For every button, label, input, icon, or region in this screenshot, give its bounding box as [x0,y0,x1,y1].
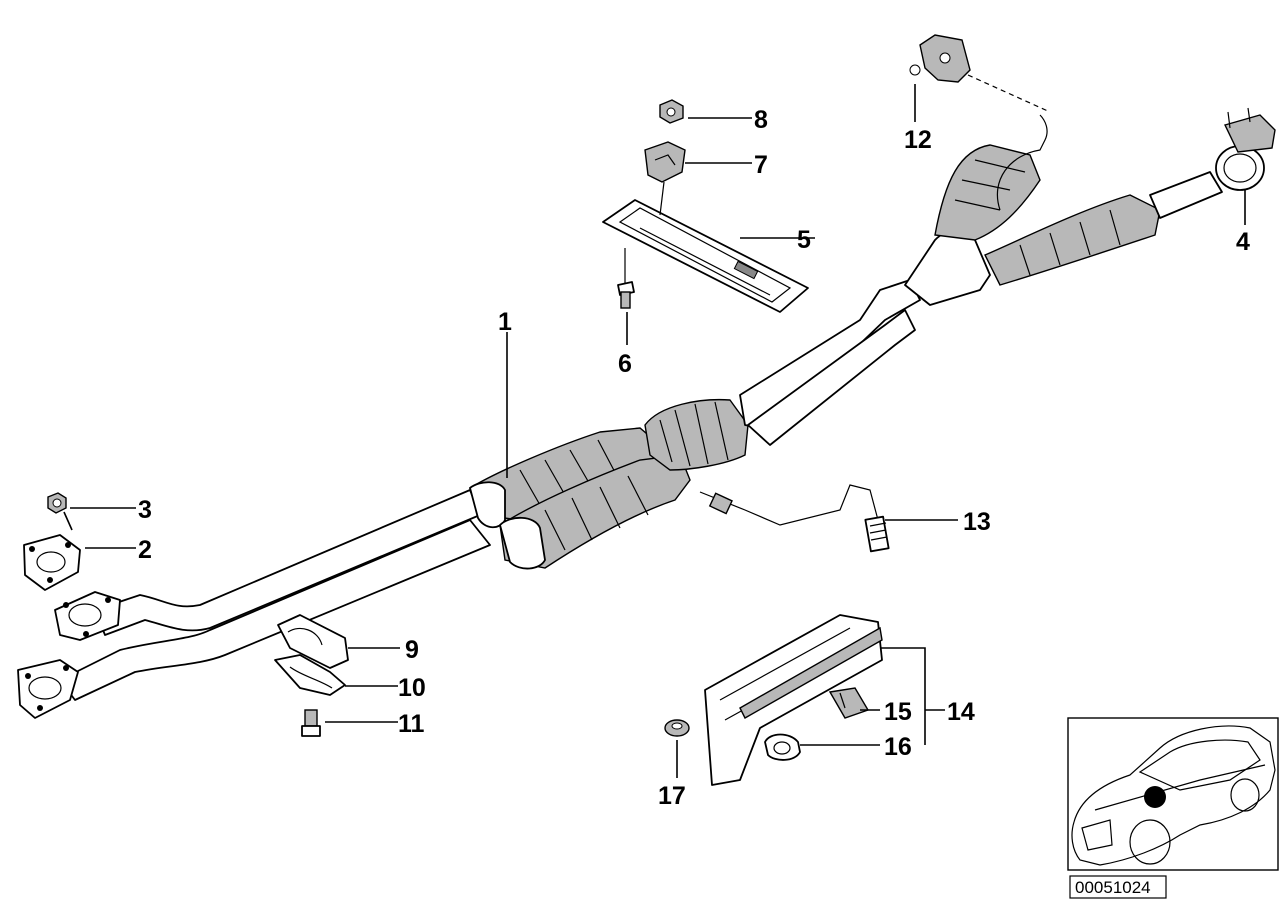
clamp-part-16[interactable] [764,733,801,761]
callout-11: 11 [398,710,425,738]
callout-9: 9 [405,636,419,664]
catalytic-converter-assembly[interactable] [17,114,1223,719]
gasket-part-2[interactable] [23,534,81,591]
nut-part-8[interactable] [659,99,684,124]
reference-code-box: 00051024 [1069,875,1167,899]
clamp-half-part-9[interactable] [277,614,349,669]
callout-12: 12 [904,126,932,154]
callout-5: 5 [797,226,811,254]
car-outline-icon [1071,725,1276,866]
heat-shield-part-5[interactable] [602,199,809,313]
heat-shield-bracket-part-14[interactable] [704,614,883,786]
bolt-part-11[interactable] [301,709,321,737]
hanger-bracket-part-12[interactable] [909,34,1051,113]
callout-8: 8 [754,106,768,134]
vehicle-location-inset [1067,717,1279,871]
nut-part-3[interactable] [47,492,67,514]
callout-3: 3 [138,496,152,524]
callout-1: 1 [498,308,512,336]
callout-2: 2 [138,536,152,564]
callout-16: 16 [884,733,912,761]
bolt-part-6[interactable] [617,248,635,309]
callout-15: 15 [884,698,912,726]
location-marker [1144,786,1166,808]
callout-numbers: 1 2 3 4 5 6 7 8 9 10 11 12 13 14 15 16 1… [138,106,1250,810]
reference-code: 00051024 [1075,878,1151,897]
leader-lines [63,84,1246,778]
clamp-half-part-10[interactable] [274,654,346,696]
mount-bracket-part-7[interactable] [644,141,686,216]
callout-13: 13 [963,508,991,536]
callout-4: 4 [1236,228,1250,256]
clamp-part-4[interactable] [1215,107,1276,191]
grommet-part-17[interactable] [664,719,690,737]
callout-6: 6 [618,350,632,378]
clip-part-15[interactable] [828,687,870,719]
callout-14: 14 [947,698,975,726]
callout-10: 10 [398,674,426,702]
oxygen-sensor-part-13[interactable] [699,484,890,553]
callout-7: 7 [754,151,768,179]
callout-17: 17 [658,782,686,810]
